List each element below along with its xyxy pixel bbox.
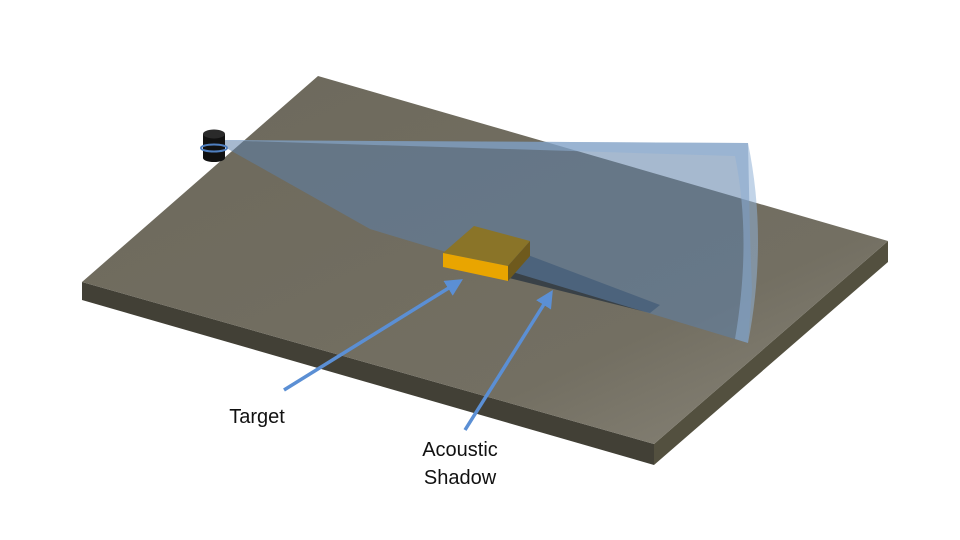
- sonar-device-icon: [200, 129, 228, 162]
- target-object: [443, 226, 530, 281]
- target-arrow: [283, 279, 463, 392]
- seabed-side-face: [654, 241, 888, 465]
- acoustic-shadow-label-line2: Shadow: [423, 467, 497, 489]
- target-label: Target: [212, 403, 302, 431]
- target-label-text: Target: [229, 406, 285, 428]
- target-top-face: [443, 226, 530, 266]
- shadow-arrow: [463, 290, 553, 431]
- acoustic-shadow-label: Acoustic Shadow: [400, 436, 520, 492]
- seabed-front-face: [82, 282, 654, 465]
- target-front-face: [443, 253, 508, 281]
- acoustic-shadow-label-line1: Acoustic: [422, 439, 498, 461]
- target-side-face: [508, 241, 530, 281]
